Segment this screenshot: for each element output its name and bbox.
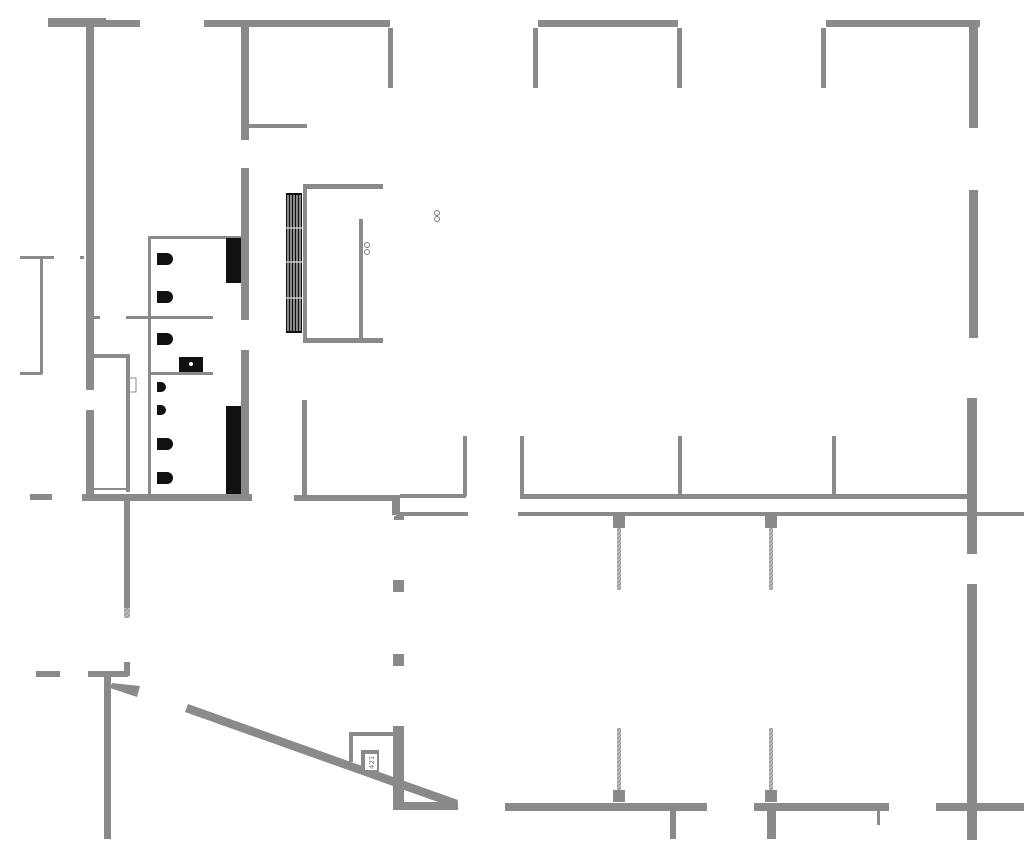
wall-segment	[126, 316, 148, 319]
wall-segment	[303, 184, 307, 342]
toilet-icon	[157, 291, 173, 303]
wall-segment	[826, 20, 980, 27]
wall-segment	[124, 500, 130, 608]
column	[393, 580, 404, 592]
wall-segment	[185, 704, 458, 808]
room-label: 421	[368, 756, 376, 769]
wall-segment	[241, 20, 249, 140]
wall-segment	[127, 377, 137, 393]
wall-segment	[677, 28, 682, 88]
wall-segment	[505, 803, 707, 811]
wall-segment	[936, 803, 1024, 811]
wall-segment	[106, 20, 140, 27]
wall-segment	[359, 219, 363, 339]
wall-segment	[977, 512, 1024, 516]
wall-segment	[86, 410, 94, 500]
wall-segment	[94, 488, 126, 490]
wall-segment	[20, 372, 42, 375]
wall-segment	[877, 811, 880, 825]
toilet-icon	[157, 472, 173, 484]
glass-partition	[124, 608, 130, 618]
wall-segment	[394, 516, 404, 520]
wall-segment	[533, 28, 538, 88]
wall-segment	[110, 683, 140, 697]
wall-segment	[969, 20, 978, 128]
wall-segment	[124, 662, 130, 676]
room-label-box	[365, 754, 377, 770]
wall-segment	[393, 802, 458, 810]
wall-segment	[302, 400, 307, 496]
wall-segment	[92, 354, 130, 358]
glass-partition	[769, 728, 773, 790]
wall-segment	[126, 354, 130, 492]
wall-segment	[294, 495, 400, 501]
wall-segment	[80, 256, 84, 259]
wall-segment	[104, 677, 111, 839]
wall-segment	[241, 168, 249, 320]
toilet-icon	[157, 333, 173, 345]
wall-segment	[241, 350, 249, 500]
wall-segment	[520, 494, 968, 499]
wall-segment	[94, 316, 100, 319]
wall-segment	[82, 494, 252, 501]
wall-segment	[767, 811, 776, 839]
drain-icon	[189, 362, 193, 366]
wall-segment	[36, 671, 60, 677]
wall-segment	[88, 671, 128, 677]
column	[613, 516, 625, 528]
glass-partition	[617, 528, 621, 590]
wall-segment	[832, 436, 836, 496]
toilet-icon	[157, 438, 173, 450]
urinal-icon	[157, 382, 166, 392]
wall-segment	[86, 18, 94, 390]
wall-segment	[463, 436, 467, 496]
column	[765, 516, 777, 528]
column	[613, 790, 625, 802]
wall-segment	[678, 436, 682, 496]
wall-segment	[538, 20, 678, 27]
wall-segment	[303, 338, 383, 343]
shelving-lines	[286, 195, 302, 331]
wall-segment	[520, 436, 524, 496]
wall-segment	[754, 803, 889, 811]
wall-segment	[303, 184, 383, 189]
toilet-icon	[157, 253, 173, 265]
wall-segment	[204, 20, 390, 27]
column	[765, 790, 777, 802]
wall-segment	[349, 732, 393, 736]
wall-segment	[392, 495, 400, 515]
wall-segment	[670, 811, 676, 839]
wall-segment	[393, 726, 404, 804]
wall-segment	[151, 372, 213, 375]
wall-segment	[40, 258, 43, 374]
wall-segment	[400, 494, 466, 498]
wall-segment	[148, 236, 151, 498]
wall-segment	[151, 316, 213, 319]
wall-segment	[967, 584, 977, 840]
wall-segment	[969, 190, 978, 338]
wall-segment	[349, 732, 353, 762]
wall-segment	[388, 28, 393, 88]
wall-segment	[967, 398, 977, 554]
column	[393, 654, 404, 666]
glass-partition	[617, 728, 621, 790]
wall-segment	[249, 124, 307, 128]
sink-counter	[226, 406, 241, 494]
wall-segment	[518, 512, 970, 516]
wall-segment	[20, 256, 54, 259]
glass-partition	[769, 528, 773, 590]
wall-segment	[30, 494, 52, 500]
urinal-icon	[157, 405, 166, 415]
wall-segment	[48, 18, 106, 27]
wall-segment	[148, 236, 241, 239]
wall-sconce-icon	[364, 210, 440, 255]
wall-segment	[821, 28, 826, 88]
wall-segment	[396, 512, 468, 516]
sink-counter	[226, 238, 241, 283]
